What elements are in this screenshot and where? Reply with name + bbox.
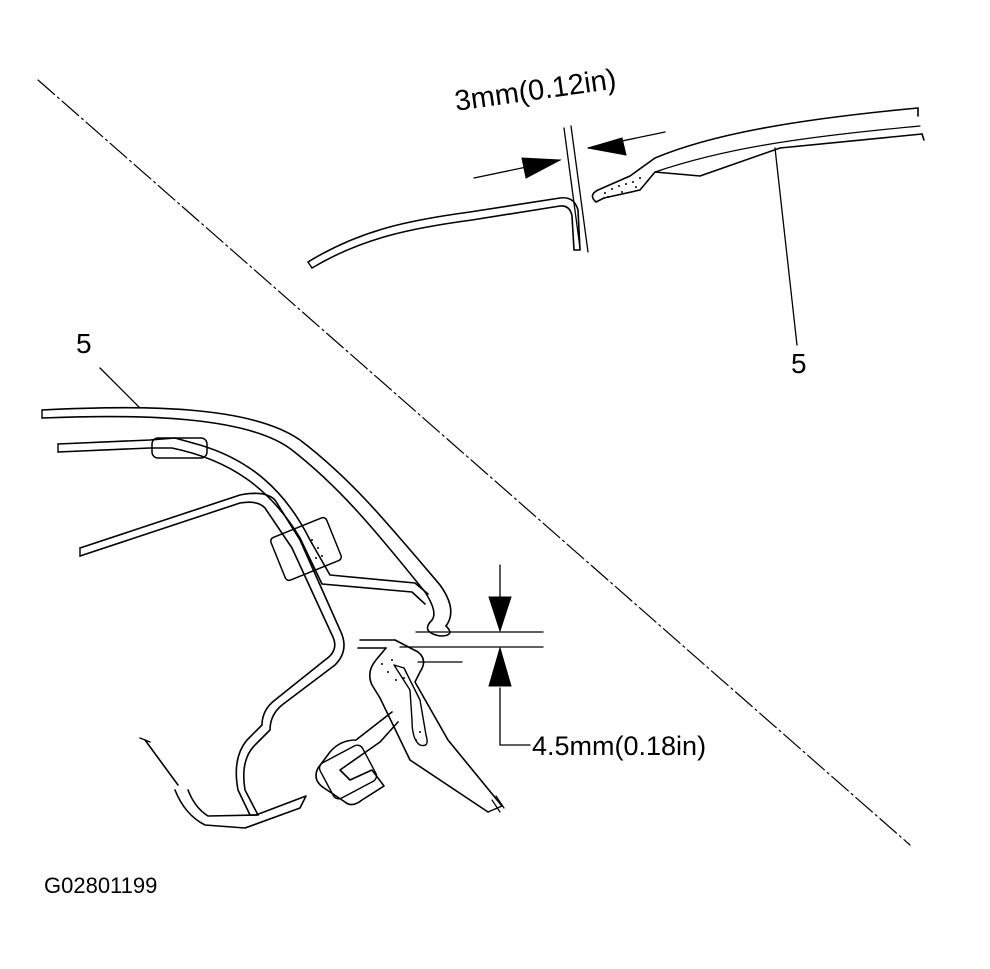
upper-callout-leader — [774, 147, 798, 346]
lower-arrow-top — [488, 596, 512, 633]
lower-hook-bracket — [315, 711, 399, 806]
lower-outer-trim — [41, 406, 452, 627]
lower-part-callout: 5 — [76, 328, 92, 359]
upper-part-callout: 5 — [791, 348, 807, 379]
lower-detail — [41, 367, 544, 829]
section-divider-line — [37, 79, 911, 846]
lower-clip-body — [270, 516, 342, 582]
dimension-arrows — [488, 137, 627, 687]
upper-right-glass — [597, 107, 919, 191]
upper-left-panel — [307, 196, 581, 263]
lower-trim-end — [426, 619, 451, 637]
lower-left-strip — [174, 789, 307, 829]
upper-dim-extension-right — [570, 125, 589, 253]
upper-detail — [307, 107, 925, 346]
lower-gap-dimension-label: 4.5mm(0.18in) — [532, 731, 707, 761]
lower-arrow-bottom — [488, 646, 512, 687]
figure-code: G02801199 — [44, 873, 158, 898]
lower-seal-dots — [381, 659, 421, 741]
lower-clip-dots — [311, 539, 323, 559]
lower-body-panel — [79, 492, 345, 816]
lower-inner-panel — [57, 437, 429, 595]
lower-window-channel — [368, 647, 489, 813]
upper-arrow-left — [521, 157, 562, 179]
upper-seal-dots — [604, 177, 641, 198]
upper-arrow-right — [587, 137, 627, 156]
lower-callout-leader — [99, 367, 141, 409]
lower-clip-top — [151, 437, 208, 459]
upper-dim-extension-left — [563, 127, 581, 249]
